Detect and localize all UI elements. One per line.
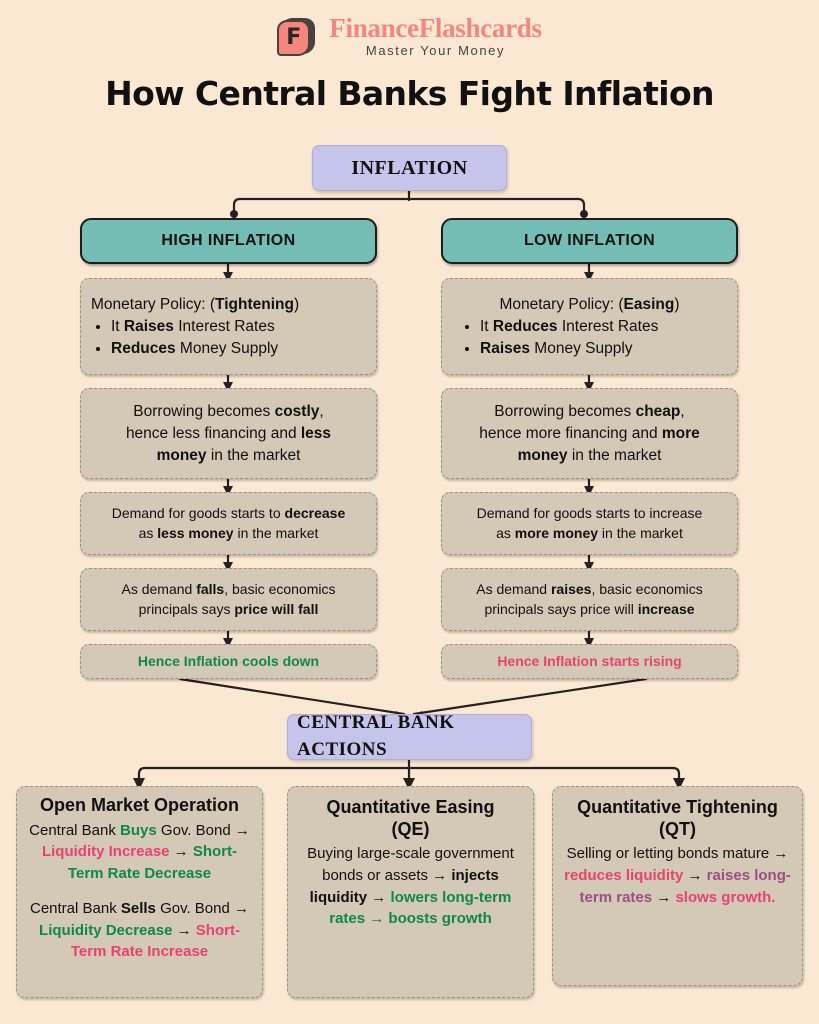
bullet-post: Money Supply [529,339,633,357]
action-title-line1: Quantitative Easing [326,797,495,817]
high-result-box: Hence Inflation cools down [80,644,377,679]
low-result-box: Hence Inflation starts rising [441,644,738,679]
low-borrowing-text: Borrowing becomes cheap,hence more finan… [479,402,700,464]
high-policy-head: Monetary Policy: (Tightening) [91,294,366,316]
brand-tagline: Master Your Money [365,43,506,59]
action-title-line1: Quantitative Tightening [577,797,778,817]
high-policy-head-tail: ) [293,295,300,313]
action-title: Open Market Operation [39,795,240,815]
bullet-post: Interest Rates [557,317,659,335]
action-body: Selling or letting bonds mature → reduce… [564,845,791,906]
low-policy-head-tail: ) [674,295,680,313]
high-policy-box: Monetary Policy: (Tightening) It Raises … [80,278,377,375]
action-box-quantitative-easing: Quantitative Easing (QE) Buying large-sc… [287,786,534,998]
high-inflation-label: HIGH INFLATION [161,232,296,249]
brand-text: FinanceFlashcards Master Your Money [329,12,542,59]
low-policy-head: Monetary Policy: (Easing) [452,294,727,316]
high-inflation-header: HIGH INFLATION [80,218,377,264]
low-borrowing-box: Borrowing becomes cheap,hence more finan… [441,388,738,479]
high-borrowing-box: Borrowing becomes costly,hence less fina… [80,388,377,479]
action-box-quantitative-tightening: Quantitative Tightening (QT) Selling or … [552,786,803,986]
low-policy-bullets: It Reduces Interest Rates Raises Money S… [452,316,727,359]
page-title: How Central Banks Fight Inflation [105,74,714,113]
central-bank-actions-label: CENTRAL BANK ACTIONS [297,712,455,760]
bullet-pre: It [480,317,493,335]
action-body: Buying large-scale government bonds or a… [307,845,514,928]
action-body-1: Central Bank Buys Gov. Bond → Liquidity … [29,821,250,883]
action-title-line2: (QT) [659,818,696,839]
low-result-text: Hence Inflation starts rising [497,652,682,669]
logo-f-icon: F [277,20,311,56]
low-policy-box: Monetary Policy: (Easing) It Reduces Int… [441,278,738,375]
high-policy-bullets: It Raises Interest Rates Reduces Money S… [91,316,366,359]
central-bank-actions-header: CENTRAL BANK ACTIONS [287,712,532,760]
list-item: It Raises Interest Rates [111,316,366,338]
action-box-open-market-operation: Open Market Operation Central Bank Buys … [16,786,263,998]
root-inflation-box: INFLATION [312,145,507,191]
list-item: Reduces Money Supply [111,338,366,360]
brand-name: FinanceFlashcards [329,12,542,43]
high-result-text: Hence Inflation cools down [137,652,320,669]
low-inflation-header: LOW INFLATION [441,218,738,264]
bullet-post: Money Supply [175,339,279,357]
action-body-2: Central Bank Sells Gov. Bond → Liquidity… [29,899,250,961]
list-item: It Reduces Interest Rates [480,316,727,338]
low-inflation-label: LOW INFLATION [523,232,656,249]
high-borrowing-text: Borrowing becomes costly,hence less fina… [125,402,332,464]
bullet-bold: Reduces [111,339,176,357]
list-item: Raises Money Supply [480,338,727,360]
bullet-bold: Raises [123,317,174,335]
brand-header: F FinanceFlashcards Master Your Money [0,0,819,58]
bullet-bold: Reduces [492,317,558,335]
bullet-pre: It [111,317,124,335]
logo-letter: F [286,24,302,50]
high-policy-head-bold: Tightening [215,295,294,313]
brand-logo: F [277,16,317,56]
low-policy-head-bold: Easing [623,295,675,313]
bullet-bold: Raises [480,339,530,357]
action-title-line2: (QE) [391,818,430,839]
high-policy-head-pre: Monetary Policy: ( [91,295,216,313]
low-policy-head-pre: Monetary Policy: ( [499,295,624,313]
root-inflation-label: INFLATION [351,156,468,179]
bullet-post: Interest Rates [173,317,275,335]
